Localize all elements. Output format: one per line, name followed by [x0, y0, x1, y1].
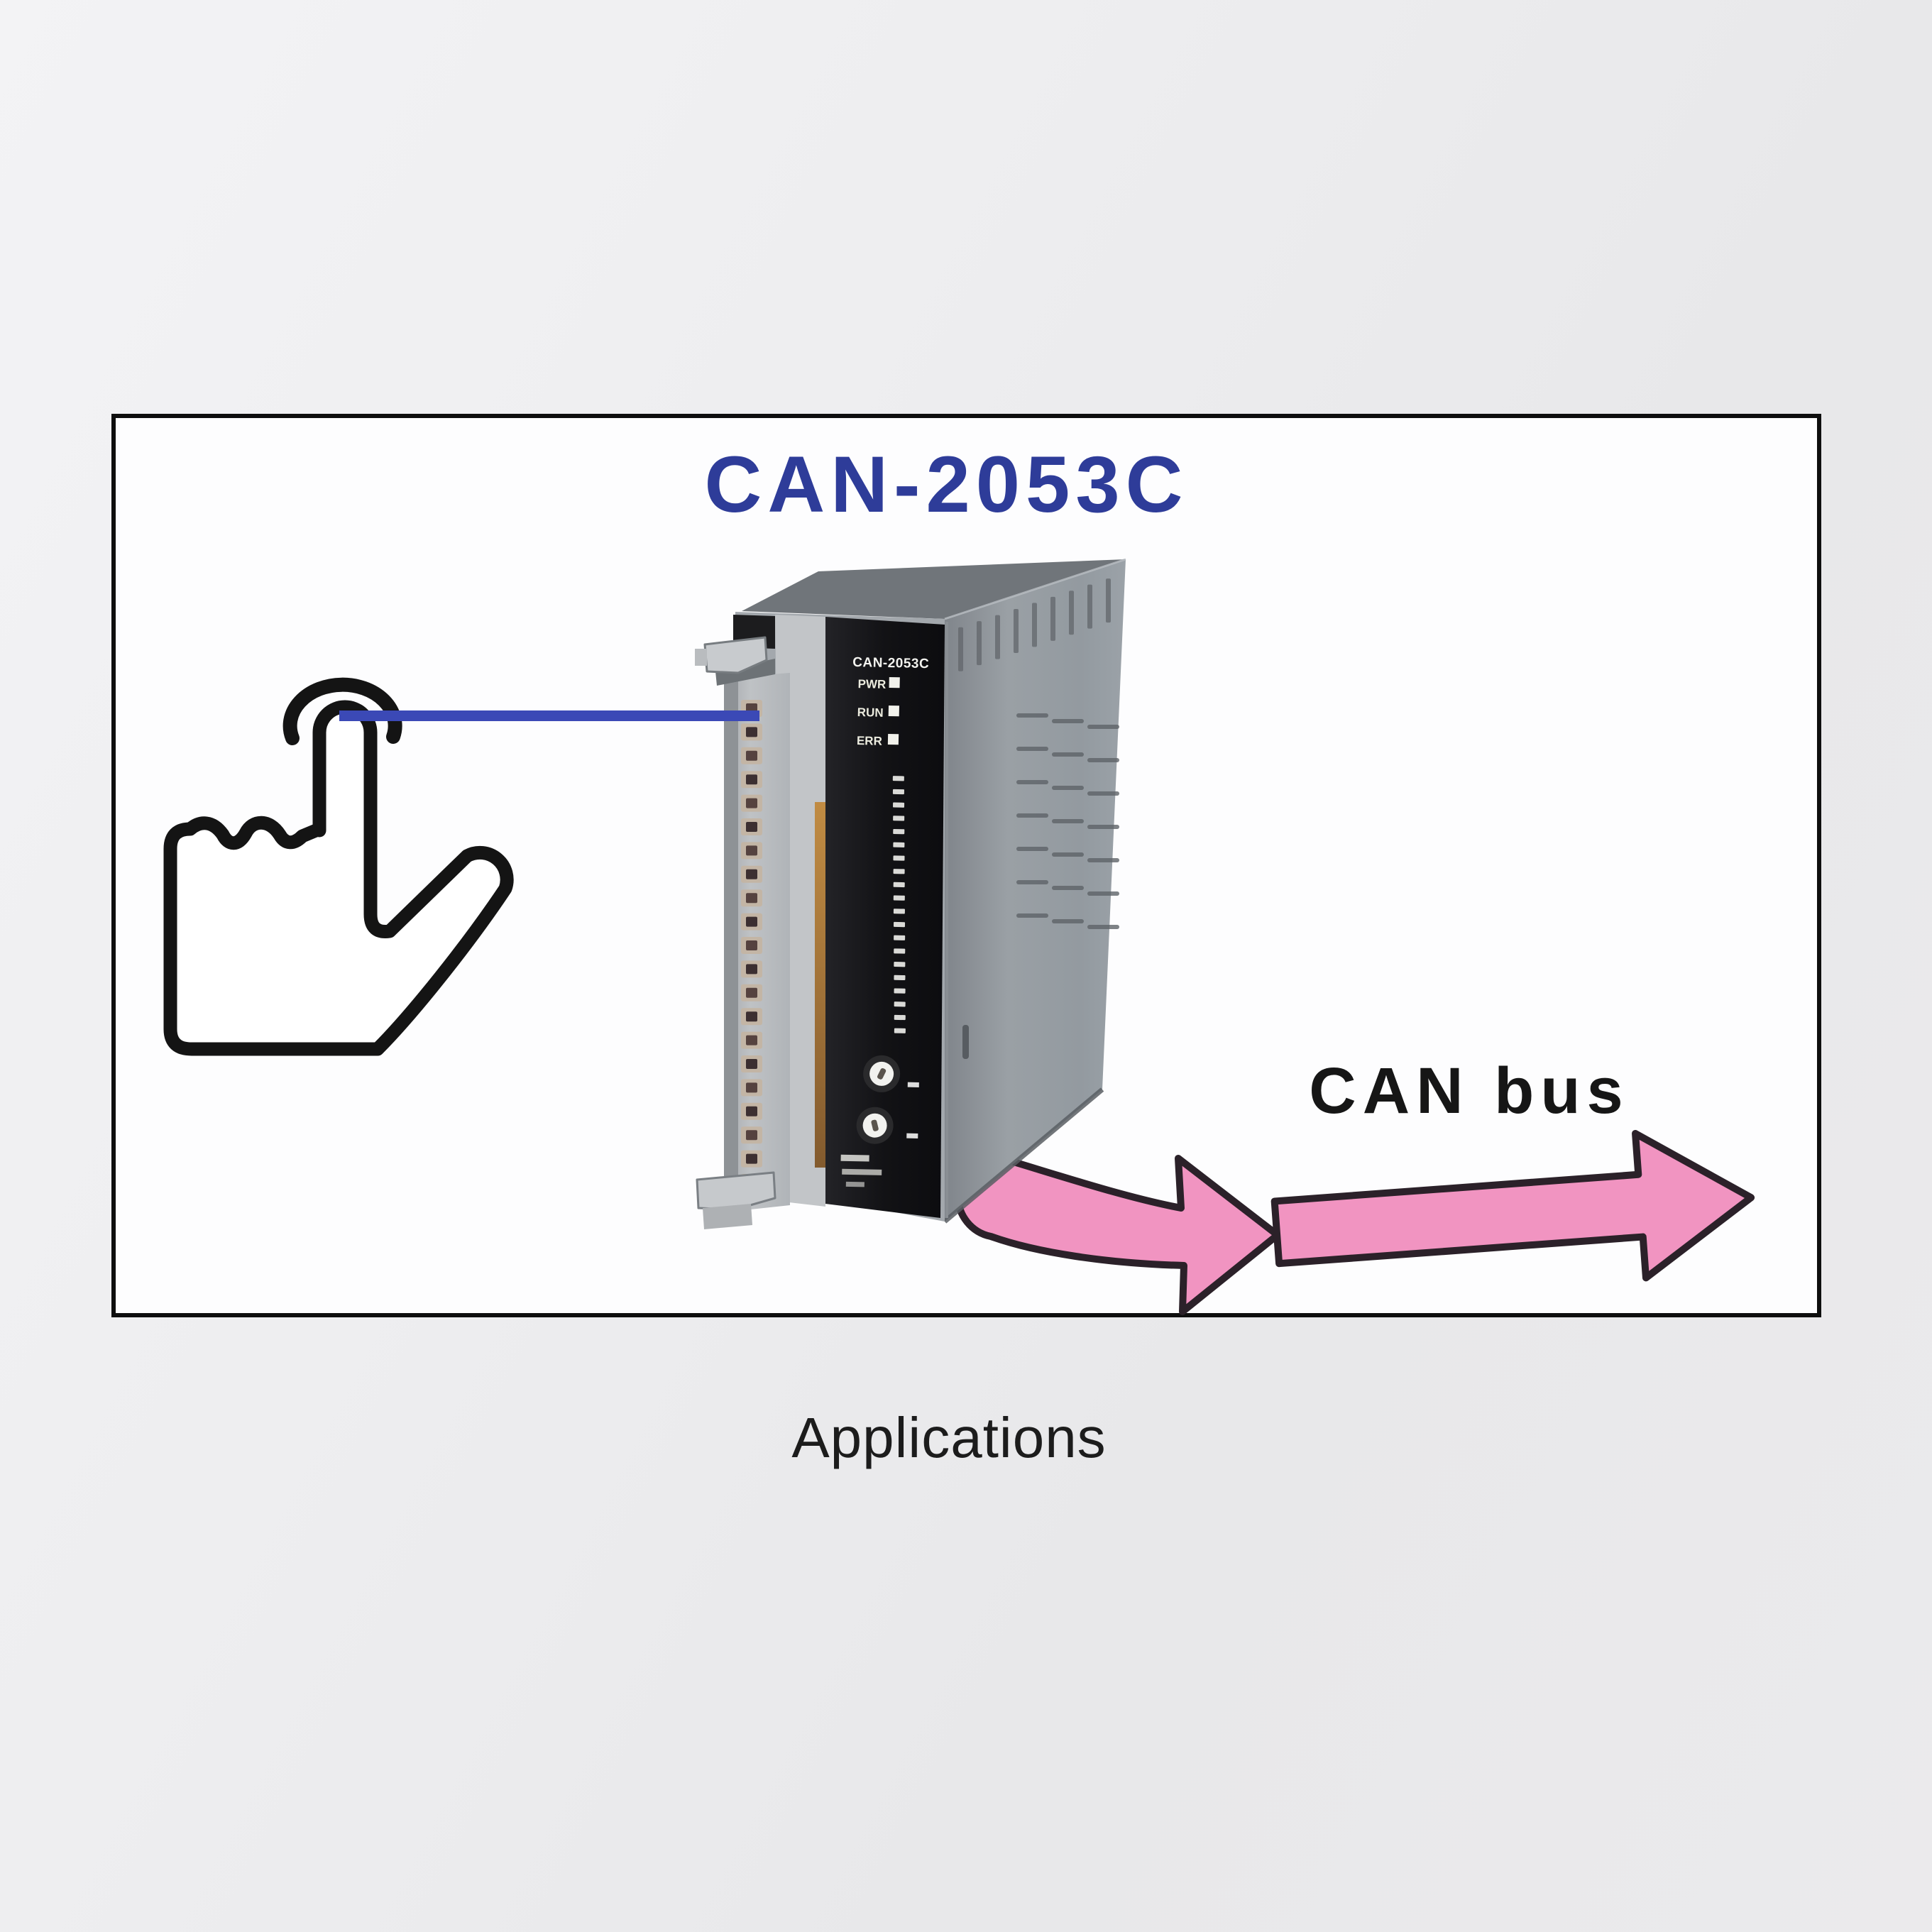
can-bus-label: CAN bus	[1309, 1055, 1630, 1127]
applications-caption: Applications	[791, 1406, 1107, 1469]
diagram-title: CAN-2053C	[704, 440, 1189, 529]
applications-diagram-box	[111, 414, 1821, 1317]
